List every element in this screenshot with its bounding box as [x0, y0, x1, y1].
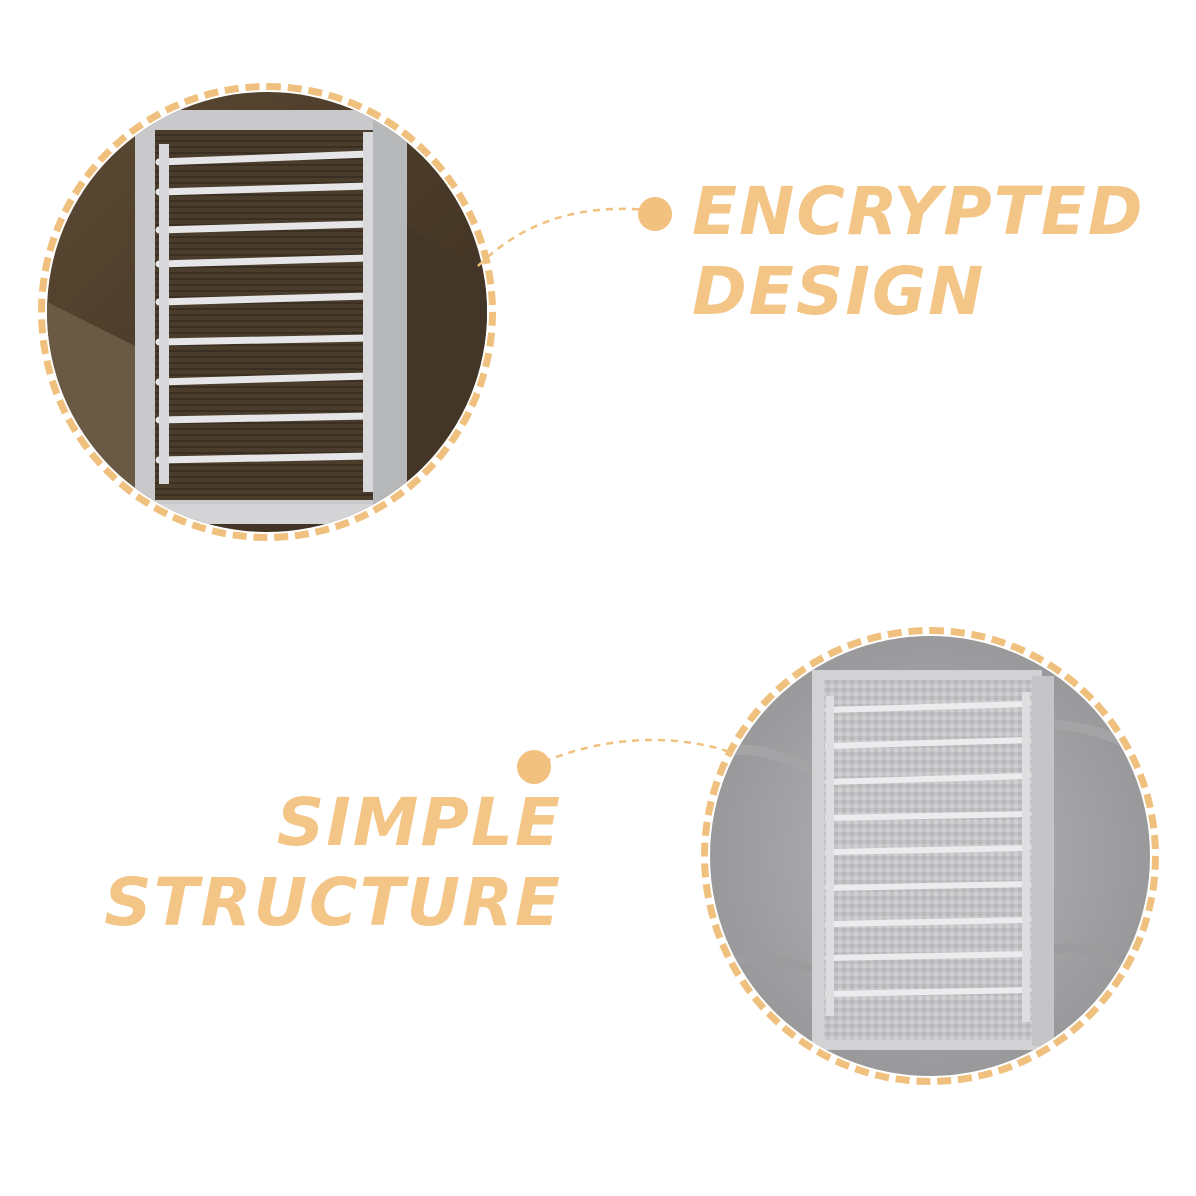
feature-label-line: ENCRYPTED — [692, 173, 1145, 250]
feature-label-simple-structure: SIMPLE STRUCTURE — [104, 783, 562, 943]
feature-label-line: STRUCTURE — [104, 864, 562, 941]
rack-photo-cardboard — [47, 92, 487, 532]
rack-photo-fabric — [710, 636, 1150, 1076]
photo-ring-bottom — [701, 627, 1159, 1085]
feature-label-line: DESIGN — [692, 253, 986, 330]
bullet-dot-icon — [638, 197, 672, 231]
feature-label-line: SIMPLE — [276, 784, 562, 861]
feature-label-encrypted-design: ENCRYPTED DESIGN — [692, 172, 1145, 332]
bullet-dot-icon — [517, 750, 551, 784]
photo-ring-top — [38, 83, 496, 541]
